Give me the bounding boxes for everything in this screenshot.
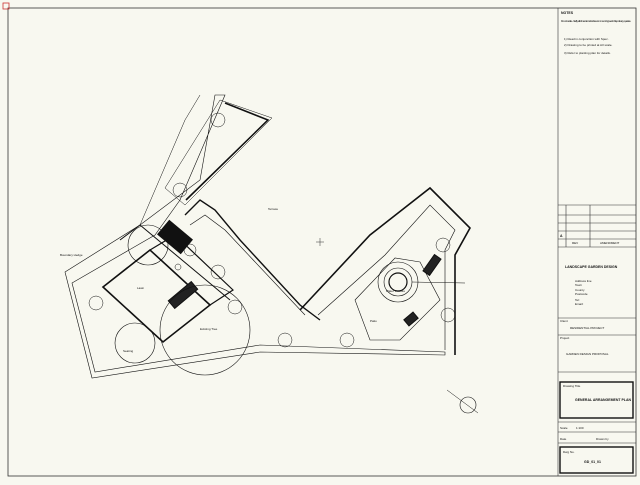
label-existing-tree: Existing Tree: [200, 327, 218, 331]
notes-text: Do not scale - Verify all dimensions bef…: [561, 19, 631, 23]
contact-email: Email:: [575, 302, 584, 306]
client-label: Client: [560, 319, 568, 323]
scale-label: Scale: [560, 426, 568, 430]
amendment-label: AMENDMENT: [600, 241, 620, 245]
dwg-no: GD_01_01: [584, 460, 601, 464]
dwg-no-label: Dwg No.: [563, 450, 575, 454]
note-1: 1) Read in conjunction with Spec.: [564, 37, 609, 41]
contact-tel: Tel:: [575, 298, 580, 302]
date-label: Date: [560, 437, 567, 441]
rev-label: REV: [572, 241, 578, 245]
site-plan: [64, 94, 479, 414]
address-4: Postcode: [575, 292, 588, 296]
designer-name: LANDSCAPE GARDEN DESIGN: [565, 265, 618, 269]
notes-heading: NOTES: [561, 11, 574, 15]
drawing-title: GENERAL ARRANGEMENT PLAN: [575, 398, 631, 402]
label-water-feature: Water Feature: [386, 289, 405, 293]
title-block: [557, 8, 636, 476]
note-2: 2) Drawing to be printed at A3 scale.: [564, 43, 613, 47]
address-2: Town: [575, 283, 582, 287]
label-lawn: Lawn: [137, 286, 145, 290]
drawing-title-label: Drawing Title: [563, 384, 581, 388]
address-1: Address line: [575, 279, 592, 283]
client-name: RESIDENTIAL PROJECT: [570, 326, 605, 330]
project-name: GARDEN DESIGN PROPOSAL: [566, 352, 609, 356]
rev-letter: A: [560, 234, 563, 238]
note-3: 3) Refer to planting plan for details.: [564, 51, 611, 55]
label-terrace: Terrace: [268, 207, 278, 211]
sheet-border: [7, 7, 637, 477]
project-label: Project: [560, 336, 570, 340]
label-seating: Seating: [123, 349, 134, 353]
label-patio: Patio: [370, 319, 377, 323]
scale-value: 1:100: [576, 426, 584, 430]
address-3: County: [575, 288, 585, 292]
label-boundary: Boundary Hedge: [60, 253, 83, 257]
drawn-label: Drawn by: [596, 437, 609, 441]
